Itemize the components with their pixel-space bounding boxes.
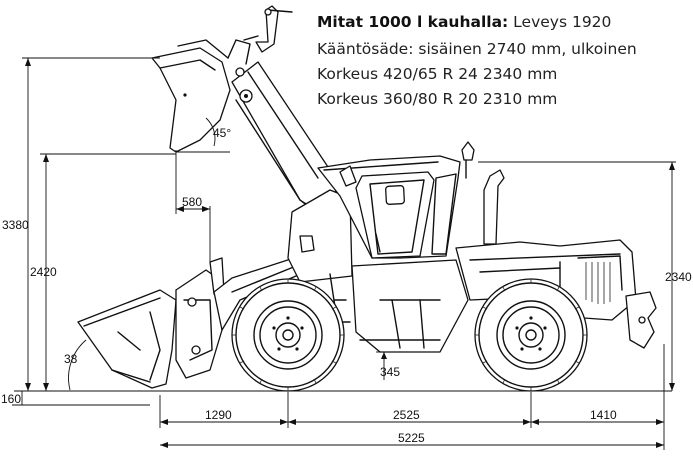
label-wheelbase: 2525 <box>393 408 420 422</box>
label-cab-height: 2340 <box>665 270 692 284</box>
label-rear-overhang: 1410 <box>590 408 617 422</box>
label-ground-clearance: 345 <box>380 365 400 379</box>
raised-bucket <box>151 39 251 153</box>
lowered-quick-coupler <box>175 257 225 379</box>
cab <box>299 141 475 259</box>
label-max-height: 3380 <box>2 218 29 232</box>
front-wheel <box>231 278 345 392</box>
label-reach: 580 <box>182 195 202 209</box>
dimension-lines <box>12 57 676 450</box>
chassis <box>287 169 657 353</box>
label-rollback-angle: 38 <box>64 352 78 366</box>
spec-turning-radius: Kääntösäde: sisäinen 2740 mm, ulkoinen <box>317 40 637 58</box>
spec-title-line: Mitat 1000 l kauhalla: Leveys 1920 <box>317 11 693 33</box>
label-total-length: 5225 <box>398 431 425 445</box>
label-front-overhang: 1290 <box>205 408 232 422</box>
spec-height-2: Korkeus 360/80 R 20 2310 mm <box>317 90 558 108</box>
dimension-arrows <box>25 58 675 448</box>
spec-title: Mitat 1000 l kauhalla: <box>317 13 509 31</box>
raised-boom-arm <box>231 61 339 215</box>
label-dump-angle: 45° <box>213 126 231 140</box>
spec-width: Leveys 1920 <box>508 13 612 31</box>
spec-height-1: Korkeus 420/65 R 24 2340 mm <box>317 65 558 83</box>
raised-boom-cylinder <box>243 5 293 53</box>
label-dig-depth: 160 <box>1 392 21 406</box>
lowered-bucket <box>77 289 177 389</box>
rear-wheel <box>474 278 588 392</box>
label-dump-height: 2420 <box>30 265 57 279</box>
